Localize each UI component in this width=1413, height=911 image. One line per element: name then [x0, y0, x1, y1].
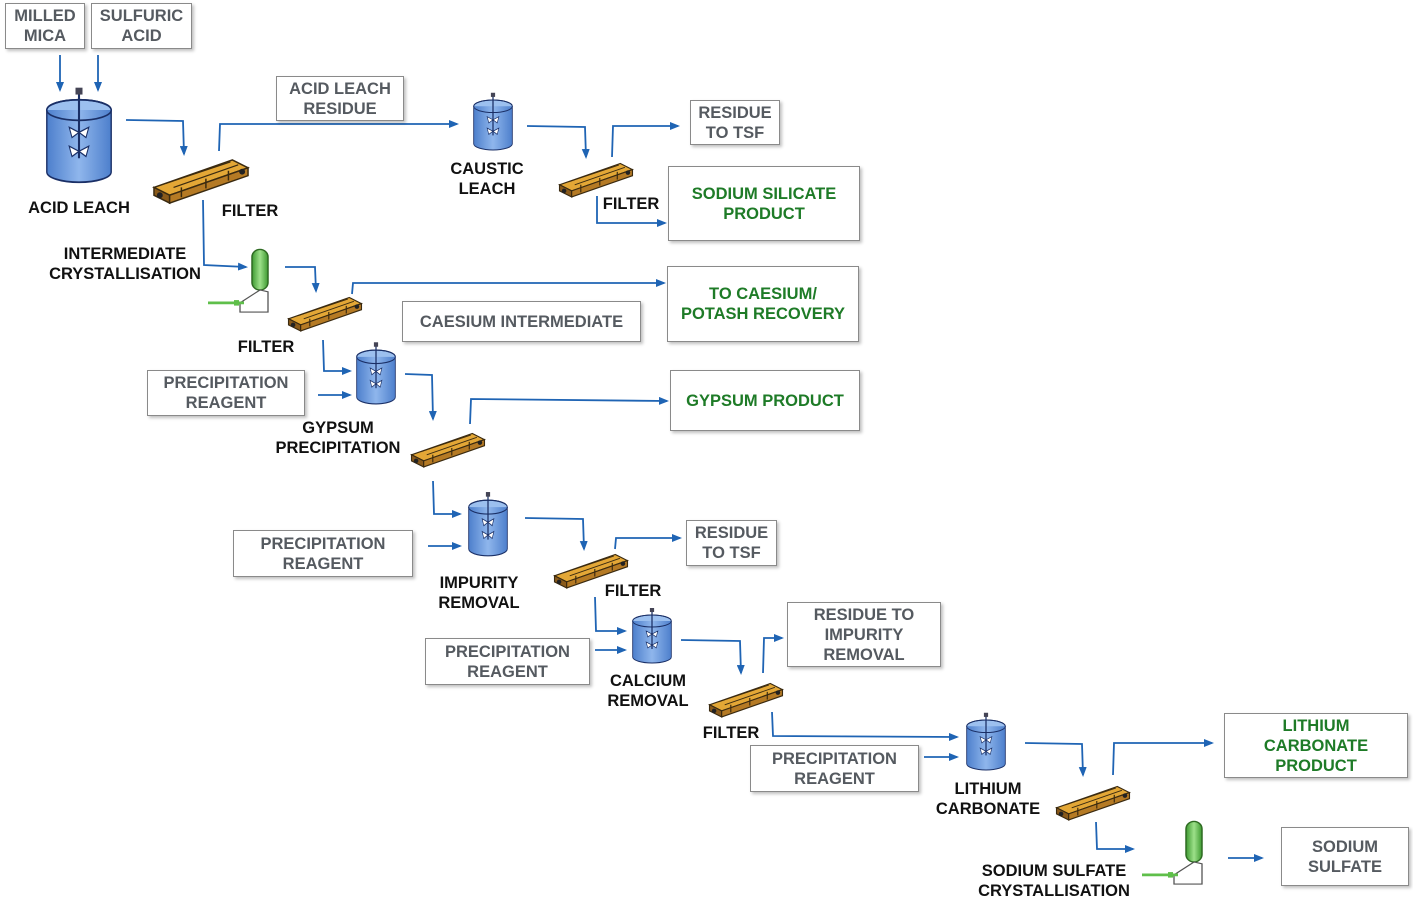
sodium-silicate-product-label: SODIUM SILICATE PRODUCT: [691, 184, 837, 223]
sodium-sulfate-crystallisation-label: SODIUM SULFATE CRYSTALLISATION: [978, 862, 1130, 900]
gypsum-precipitation-tank-icon: [355, 341, 397, 405]
residue-to-tsf-box-1: RESIDUE TO TSF: [690, 100, 780, 145]
precipitation-reagent-label-4: PRECIPITATION REAGENT: [772, 749, 897, 788]
lithium-carbonate-product-label: LITHIUM CARBONATE PRODUCT: [1263, 716, 1369, 775]
residue-to-tsf-box-2: RESIDUE TO TSF: [686, 520, 777, 566]
precipitation-reagent-box-1: PRECIPITATION REAGENT: [147, 370, 305, 416]
calcium-removal-tank-icon: [631, 607, 673, 664]
precipitation-reagent-box-2: PRECIPITATION REAGENT: [233, 530, 413, 577]
sodium-sulfate-crystalliser-icon: [1140, 819, 1204, 886]
filter-6-icon: [708, 682, 784, 718]
filter-2-icon: [558, 162, 634, 198]
filter-7-icon: [1055, 785, 1131, 821]
impurity-removal-tank-icon: [467, 491, 509, 557]
impurity-removal-label: IMPURITY REMOVAL: [438, 574, 520, 612]
residue-to-tsf-label-2: RESIDUE TO TSF: [694, 524, 769, 562]
precipitation-reagent-box-3: PRECIPITATION REAGENT: [425, 638, 590, 685]
calcium-removal-label: CALCIUM REMOVAL: [607, 672, 689, 710]
precipitation-reagent-label-1: PRECIPITATION REAGENT: [163, 374, 289, 412]
gypsum-precipitation-label: GYPSUM PRECIPITATION: [275, 419, 401, 457]
milled-mica-label: MILLED MICA: [14, 7, 76, 45]
caesium-intermediate-box: CAESIUM INTERMEDIATE: [402, 301, 641, 342]
caesium-potash-recovery-box: TO CAESIUM/ POTASH RECOVERY: [667, 266, 859, 342]
residue-to-impurity-removal-label: RESIDUE TO IMPURITY REMOVAL: [813, 605, 915, 664]
lithium-carbonate-tank-icon: [965, 711, 1007, 771]
filter-2-label: FILTER: [602, 195, 660, 213]
filter-5-label: FILTER: [702, 724, 760, 742]
sodium-sulfate-box: SODIUM SULFATE: [1281, 827, 1409, 886]
residue-to-impurity-removal-box: RESIDUE TO IMPURITY REMOVAL: [787, 602, 941, 667]
filter-1-label: FILTER: [221, 202, 279, 220]
flow-arrows: [56, 55, 1264, 862]
intermediate-crystallisation-label: INTERMEDIATE CRYSTALLISATION: [49, 245, 201, 283]
sulfuric-acid-label: SULFURIC ACID: [99, 7, 184, 45]
gypsum-product-box: GYPSUM PRODUCT: [670, 370, 860, 431]
filter-3-label: FILTER: [237, 338, 295, 356]
caustic-leach-tank-icon: [472, 91, 514, 151]
caesium-intermediate-label: CAESIUM INTERMEDIATE: [419, 312, 624, 331]
acid-leach-tank-icon: [45, 86, 113, 184]
lithium-carbonate-product-box: LITHIUM CARBONATE PRODUCT: [1224, 713, 1408, 778]
acid-leach-residue-box: ACID LEACH RESIDUE: [276, 76, 404, 121]
residue-to-tsf-label-1: RESIDUE TO TSF: [698, 103, 772, 142]
precipitation-reagent-label-3: PRECIPITATION REAGENT: [445, 642, 570, 681]
sodium-silicate-product-box: SODIUM SILICATE PRODUCT: [668, 166, 860, 241]
precipitation-reagent-box-4: PRECIPITATION REAGENT: [750, 745, 919, 792]
sulfuric-acid-box: SULFURIC ACID: [91, 3, 192, 49]
intermediate-crystalliser-icon: [206, 247, 270, 314]
caustic-leach-label: CAUSTIC LEACH: [450, 160, 524, 198]
filter-4-label: FILTER: [604, 582, 662, 600]
sodium-sulfate-label: SODIUM SULFATE: [1308, 837, 1382, 876]
acid-leach-residue-label: ACID LEACH RESIDUE: [289, 79, 391, 118]
gypsum-product-label: GYPSUM PRODUCT: [686, 391, 844, 410]
lithium-carbonate-label: LITHIUM CARBONATE: [935, 780, 1041, 818]
milled-mica-box: MILLED MICA: [5, 3, 85, 49]
filter-3-icon: [287, 296, 363, 332]
acid-leach-label: ACID LEACH: [28, 199, 130, 217]
filter-4-icon: [410, 432, 486, 468]
precipitation-reagent-label-2: PRECIPITATION REAGENT: [260, 534, 386, 573]
filter-1-icon: [153, 159, 249, 204]
caesium-potash-recovery-label: TO CAESIUM/ POTASH RECOVERY: [680, 285, 846, 323]
